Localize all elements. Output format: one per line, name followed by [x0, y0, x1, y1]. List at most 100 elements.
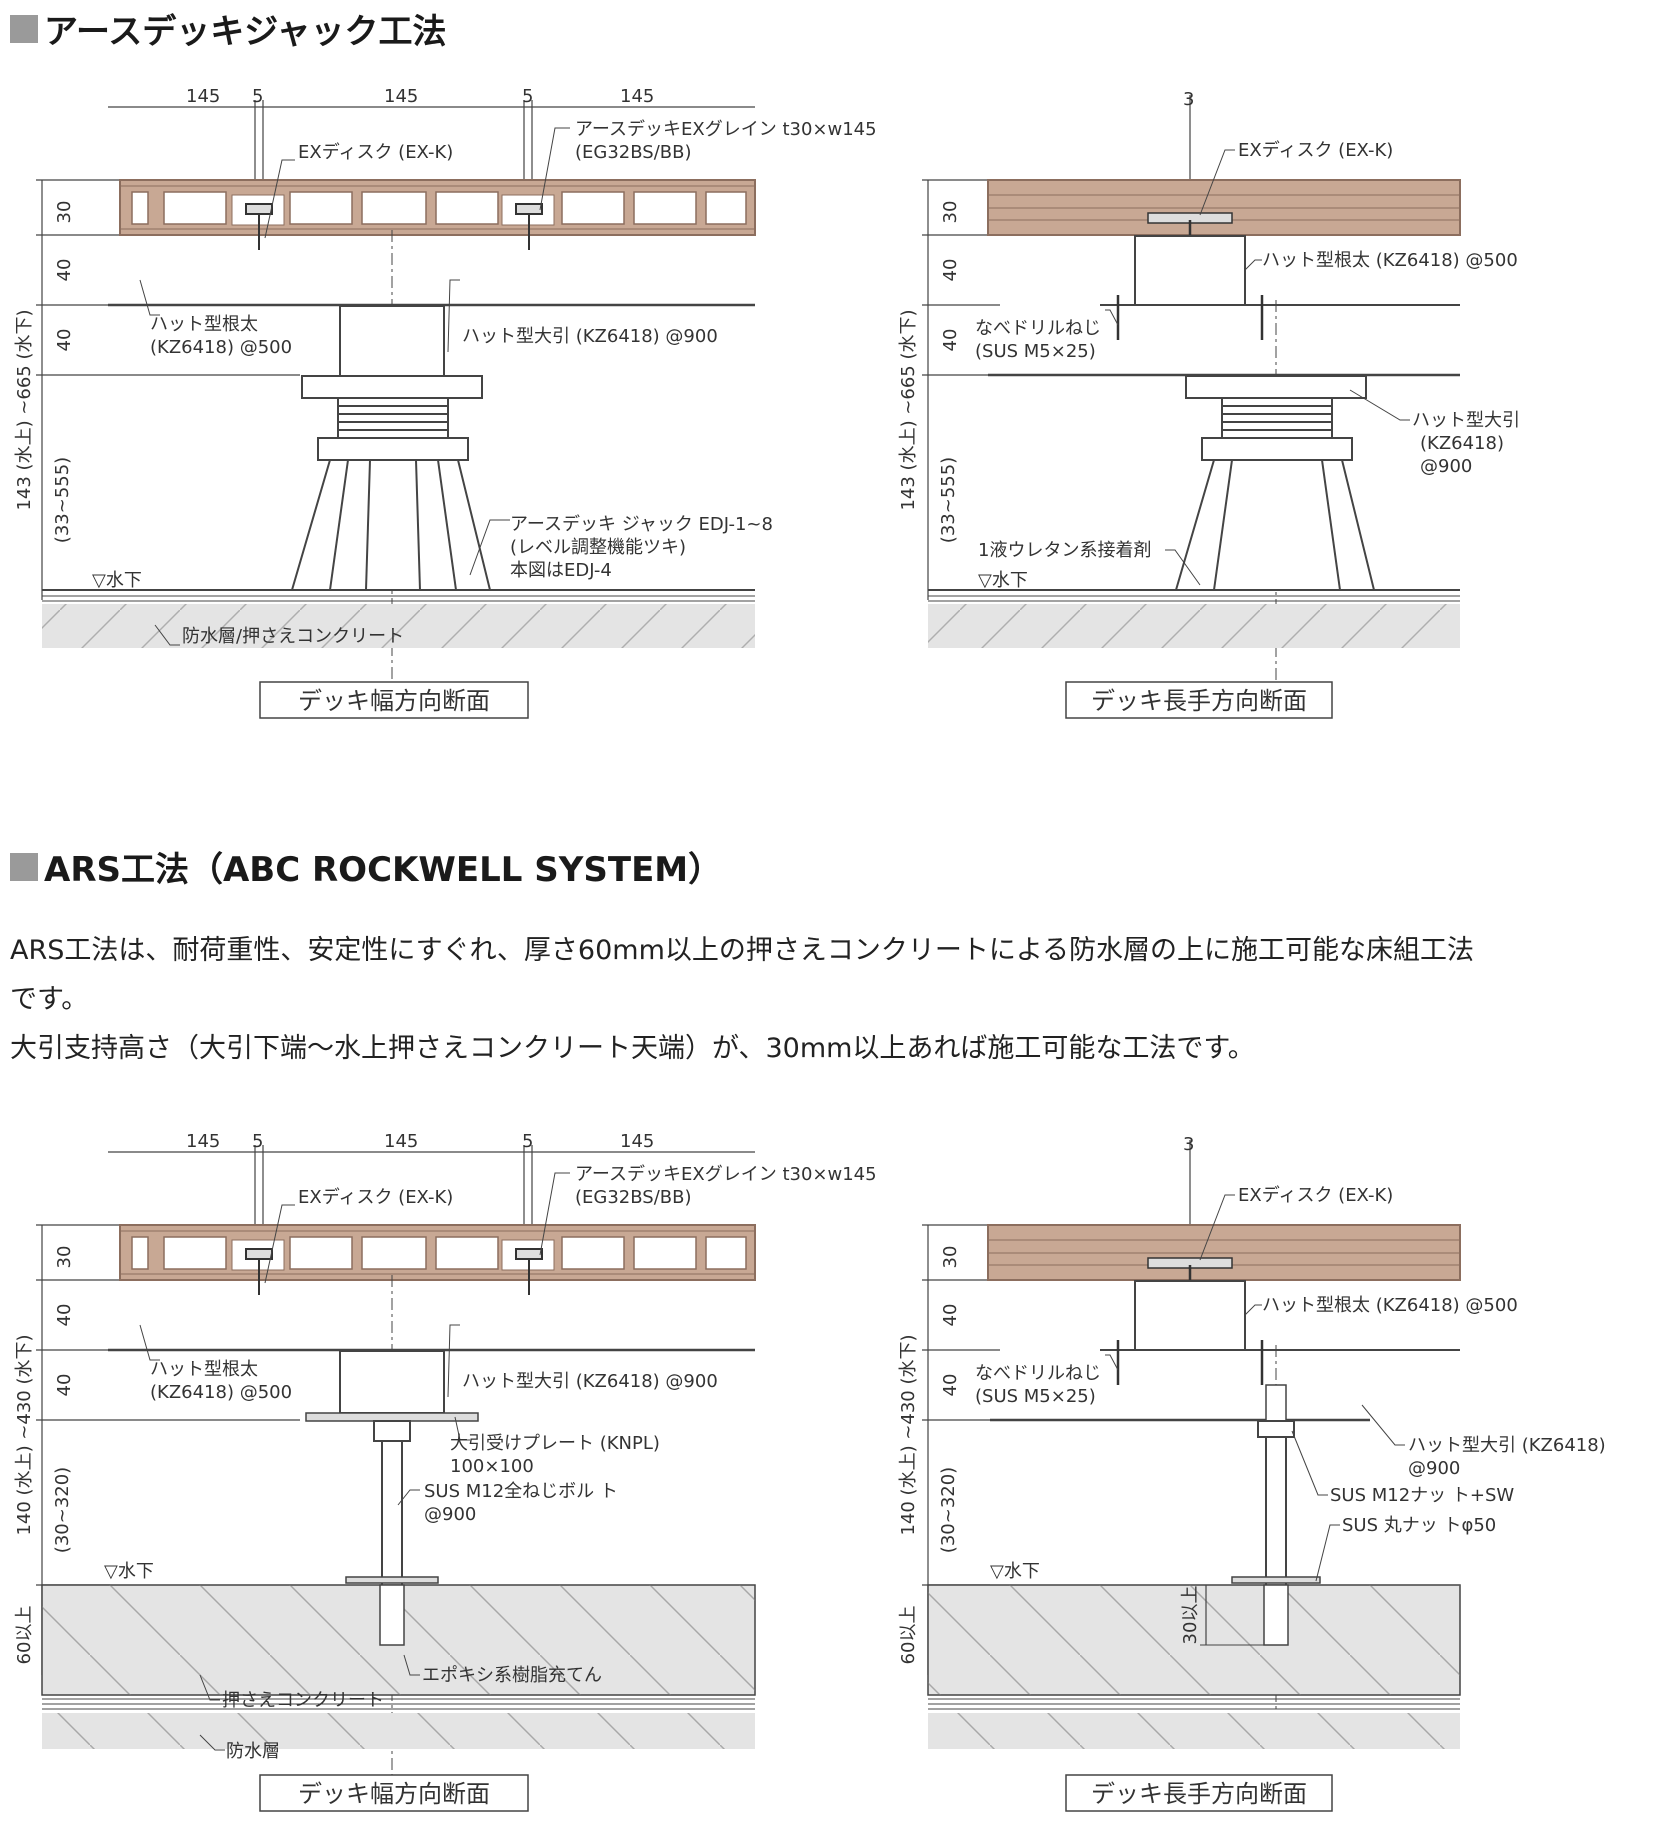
- label-bolt-2: @900: [424, 1504, 476, 1525]
- dim-5-b: 5: [522, 86, 533, 107]
- leader-lines: [139, 127, 570, 646]
- side-dim-40-a: 40: [54, 259, 75, 282]
- drill-screws: [1116, 295, 1264, 340]
- side-dim-40-b: 40: [54, 329, 75, 352]
- drill-screws: [1116, 1340, 1264, 1385]
- leader-lines: [1105, 149, 1410, 586]
- dim-145-c: 145: [620, 1131, 654, 1152]
- base-washer: [345, 1576, 439, 1584]
- label-epoxy: エポキシ系樹脂充てん: [422, 1665, 602, 1686]
- dim-145-c: 145: [620, 86, 654, 107]
- paragraph-line-2: です。: [10, 984, 89, 1015]
- ground-layer: [928, 589, 1460, 648]
- top-dimension-line: [108, 100, 755, 230]
- caption-width-section: デッキ幅方向断面: [298, 687, 490, 715]
- height-range-sub: (30~320): [52, 1467, 73, 1553]
- deck-jack: [290, 375, 492, 591]
- deck-jack: [1174, 375, 1376, 591]
- round-nut: [1231, 1576, 1321, 1584]
- nut-sw: [1257, 1420, 1295, 1438]
- side-dim-40-b: 40: [54, 1374, 75, 1397]
- concrete-layer: [927, 1584, 1461, 1749]
- label-jack-3: 本図はEDJ-4: [510, 560, 612, 581]
- heading-square-icon: [10, 14, 38, 43]
- height-range-main: 143 (水上) ~665 (水下): [898, 309, 919, 510]
- label-beam-1: ハット型大引 (KZ6418): [1408, 1435, 1606, 1456]
- anchor-dim: 30以上: [1180, 1586, 1201, 1645]
- label-beam: ハット型大引 (KZ6418) @900: [462, 326, 718, 347]
- side-dim-40-b: 40: [940, 1374, 961, 1397]
- dim-145-b: 145: [384, 1131, 418, 1152]
- diagram-ars: 145 5 145 5 145 30 40 40 140 (水上) ~430 (…: [14, 1131, 1606, 1812]
- label-concrete: 押さえコンクリート: [222, 1690, 384, 1711]
- label-bolt-1: SUS M12全ねじボル ト: [424, 1481, 618, 1502]
- label-waterproof-layer: 防水層: [226, 1741, 280, 1762]
- label-joist: ハット型根太 (KZ6418) @500: [1262, 250, 1518, 271]
- hat-joist: [1134, 1280, 1246, 1350]
- label-deck-2: (EG32BS/BB): [575, 142, 692, 163]
- height-range-main: 140 (水上) ~430 (水下): [898, 1334, 919, 1535]
- side-dimension-line: [36, 179, 300, 600]
- label-ex-disc: EXディスク (EX-K): [298, 142, 453, 163]
- heading-text: ARS工法（ABC ROCKWELL SYSTEM）: [44, 850, 723, 890]
- label-ex-disc: EXディスク (EX-K): [1238, 1185, 1393, 1206]
- heading-square-icon: [10, 852, 38, 881]
- hat-beam: [339, 305, 445, 377]
- diagram-earth-deck-jack: 145 5 145 5 145 30 40 40 143 (水上) ~665 (…: [14, 86, 1520, 719]
- label-screw-2: (SUS M5×25): [975, 341, 1096, 362]
- label-adhesive: 1液ウレタン系接着剤: [978, 540, 1151, 561]
- label-deck-1: アースデッキEXグレイン t30×w145: [575, 1164, 877, 1185]
- section-heading-ars: ARS工法（ABC ROCKWELL SYSTEM）: [10, 842, 722, 891]
- deck-board-length: [987, 179, 1461, 236]
- label-jack-1: アースデッキ ジャック EDJ-1~8: [510, 514, 773, 535]
- concrete-dim: 60以上: [898, 1606, 919, 1665]
- heading-text: アースデッキジャック工法: [44, 12, 447, 52]
- deck-board-length: [987, 1224, 1461, 1281]
- side-dim-40-a: 40: [54, 1304, 75, 1327]
- deck-boards: [119, 179, 756, 236]
- label-deck-1: アースデッキEXグレイン t30×w145: [575, 119, 877, 140]
- ground-layer: [42, 589, 755, 648]
- label-waterproof-layer: 防水層/押さえコンクリート: [182, 626, 404, 647]
- caption-length-section: デッキ長手方向断面: [1091, 687, 1307, 715]
- ars-description: ARS工法は、耐荷重性、安定性にすぐれ、厚さ60mm以上の押さえコンクリートによ…: [10, 926, 1650, 1073]
- caption-box: [1065, 681, 1333, 719]
- height-range-main: 143 (水上) ~665 (水下): [14, 309, 35, 510]
- leader-lines: [1105, 1194, 1405, 1582]
- label-deck-2: (EG32BS/BB): [575, 1187, 692, 1208]
- dim-3: 3: [1183, 1134, 1194, 1155]
- label-screw-1: なべドリルねじ: [975, 1363, 1101, 1384]
- right-length-section: 3 30 40 40 143 (水上) ~665 (水下) (33~555): [898, 89, 1520, 719]
- caption-box: [1065, 1774, 1333, 1812]
- label-ex-disc: EXディスク (EX-K): [1238, 140, 1393, 161]
- label-joist-1: ハット型根太: [150, 314, 258, 335]
- side-dim-40-a: 40: [940, 1304, 961, 1327]
- left-width-section: 145 5 145 5 145 30 40 40 140 (水上) ~430 (…: [14, 1131, 877, 1812]
- label-plate-2: 100×100: [450, 1456, 534, 1477]
- label-round-nut: SUS 丸ナッ トφ50: [1342, 1515, 1496, 1536]
- side-dim-40-a: 40: [940, 259, 961, 282]
- label-beam-3: @900: [1420, 456, 1472, 477]
- height-range-sub: (33~555): [938, 457, 959, 543]
- deck-boards: [119, 1224, 756, 1281]
- dim-5-a: 5: [252, 86, 263, 107]
- label-water-level: ▽水下: [990, 1561, 1040, 1582]
- height-range-sub: (33~555): [52, 457, 73, 543]
- label-water-level: ▽水下: [92, 570, 142, 591]
- dim-5-a: 5: [252, 1131, 263, 1152]
- paragraph-line-3: 大引支持高さ（大引下端～水上押さえコンクリート天端）が、30mm以上あれば施工可…: [10, 1033, 1255, 1064]
- caption-box: [259, 1774, 529, 1812]
- dim-145-b: 145: [384, 86, 418, 107]
- ex-disc-clip: [245, 203, 543, 250]
- side-dim-30: 30: [940, 201, 961, 224]
- hat-joist: [1134, 235, 1246, 305]
- caption-box: [259, 681, 529, 719]
- height-range-main: 140 (水上) ~430 (水下): [14, 1334, 35, 1535]
- label-screw-2: (SUS M5×25): [975, 1386, 1096, 1407]
- label-screw-1: なべドリルねじ: [975, 318, 1101, 339]
- side-dim-30: 30: [54, 201, 75, 224]
- side-dimension-line: [922, 179, 1000, 600]
- label-jack-2: (レベル調整機能ツキ): [510, 537, 686, 558]
- label-beam-2: (KZ6418): [1420, 433, 1504, 454]
- label-nut-sw: SUS M12ナッ ト+SW: [1330, 1485, 1514, 1506]
